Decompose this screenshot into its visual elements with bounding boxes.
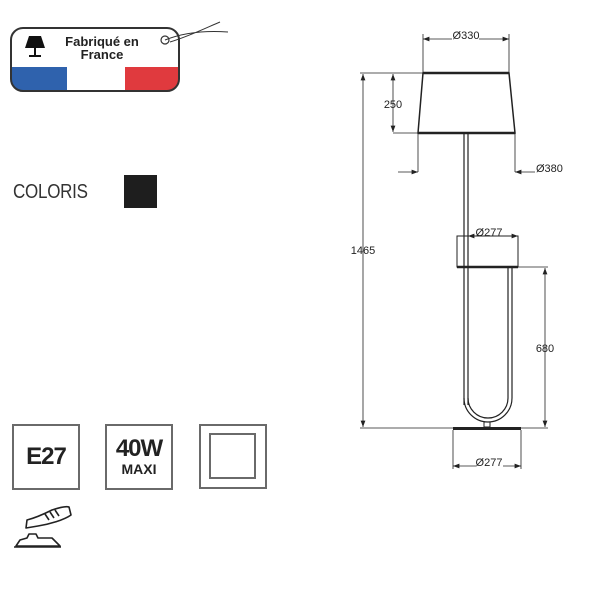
foot-switch-icon <box>14 505 72 548</box>
tag-string <box>164 21 229 43</box>
lamp-tray <box>456 235 519 268</box>
dimension-labels: Ø330 250 Ø380 1465 Ø277 680 Ø277 <box>351 30 563 469</box>
color-swatch-black <box>124 175 157 208</box>
coloris-label: COLORIS <box>13 181 88 203</box>
lamp-icon <box>25 36 45 57</box>
dim-shade-top: Ø330 <box>453 30 480 42</box>
flag-blue <box>11 67 67 91</box>
lamp-technical-drawing <box>360 34 548 469</box>
dim-tray: Ø277 <box>476 227 503 239</box>
socket-spec-box: E27 <box>12 424 80 490</box>
class-ii-icon <box>199 424 267 489</box>
dim-total-height: 1465 <box>351 245 375 257</box>
lamp-u-frame <box>463 267 513 423</box>
flag-red <box>125 67 179 91</box>
badge-text-line1: Fabriqué en <box>65 34 139 49</box>
tag-hole-icon <box>160 35 170 45</box>
made-in-france-badge: Fabriqué en France <box>10 21 229 92</box>
socket-type: E27 <box>26 443 67 470</box>
power-spec-box: 40W MAXI <box>105 424 173 490</box>
dim-shade-height: 250 <box>384 99 402 111</box>
dim-tray-height: 680 <box>536 343 554 355</box>
badge-text-line2: France <box>81 47 124 62</box>
lamp-base <box>453 427 521 430</box>
dim-shade-bottom: Ø380 <box>536 163 563 175</box>
power-max-label: MAXI <box>121 461 157 477</box>
lampshade <box>417 72 516 134</box>
dim-base: Ø277 <box>476 457 503 469</box>
power-rating: 40W <box>115 435 163 462</box>
flag-white <box>67 67 125 91</box>
